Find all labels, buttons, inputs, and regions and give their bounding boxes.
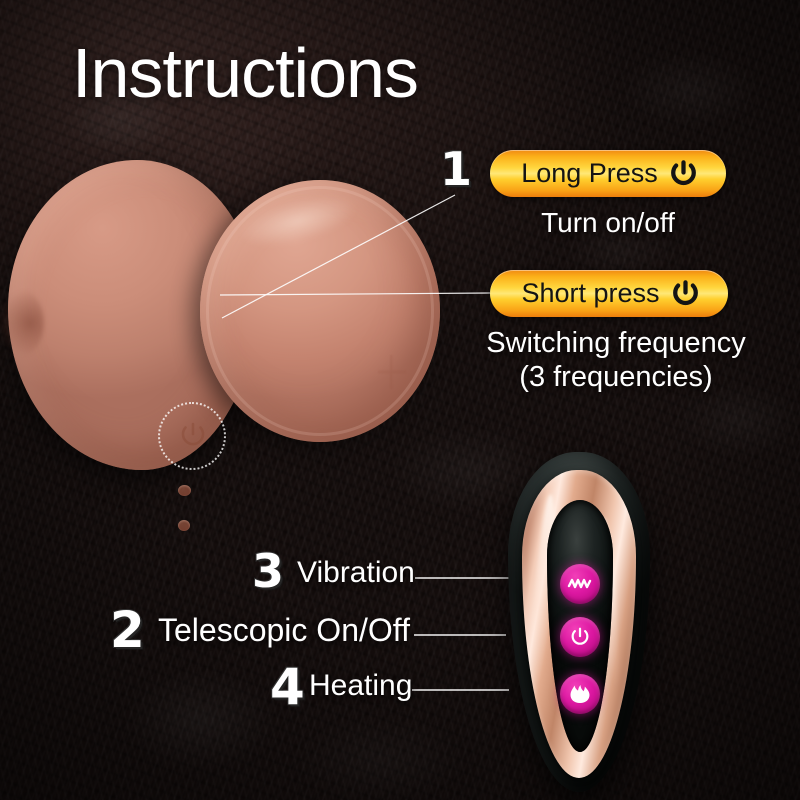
step-number-1: 1: [439, 142, 473, 196]
heating-button[interactable]: [560, 674, 600, 714]
power-icon: [670, 278, 701, 309]
long-press-badge-label: Long Press: [521, 158, 658, 188]
vibration-button[interactable]: [560, 564, 600, 604]
power-button-highlight-ring: [158, 402, 226, 470]
vibration-label: Vibration: [297, 556, 415, 589]
short-press-badge-label: Short press: [521, 278, 660, 308]
short-press-description-line1: Switching frequency: [486, 327, 746, 359]
step-number-3: 3: [251, 544, 285, 598]
power-icon: [668, 158, 699, 189]
product-notch: [0, 290, 44, 356]
product-power-icon: [176, 418, 210, 452]
short-press-description: Switching frequency (3 frequencies): [466, 327, 766, 394]
short-press-description-line2: (3 frequencies): [519, 360, 713, 393]
step-number-4: 4: [269, 658, 306, 716]
short-press-badge[interactable]: Short press: [490, 270, 728, 317]
flame-icon: [568, 684, 592, 704]
long-press-description: Turn on/off: [541, 207, 675, 238]
heating-label: Heating: [309, 669, 413, 702]
wave-icon: [567, 576, 593, 592]
step-number-2: 2: [109, 601, 146, 659]
page-title: Instructions: [72, 34, 419, 112]
long-press-badge[interactable]: Long Press: [490, 150, 726, 197]
power-button[interactable]: [560, 617, 600, 657]
power-icon: [569, 626, 591, 648]
product-image: [0, 150, 440, 531]
product-vent-dot-2: [178, 520, 190, 531]
telescopic-label: Telescopic On/Off: [158, 612, 410, 648]
remote-control: [500, 448, 660, 796]
product-vent-dot-1: [178, 485, 191, 496]
product-surface-mark: [378, 355, 406, 389]
